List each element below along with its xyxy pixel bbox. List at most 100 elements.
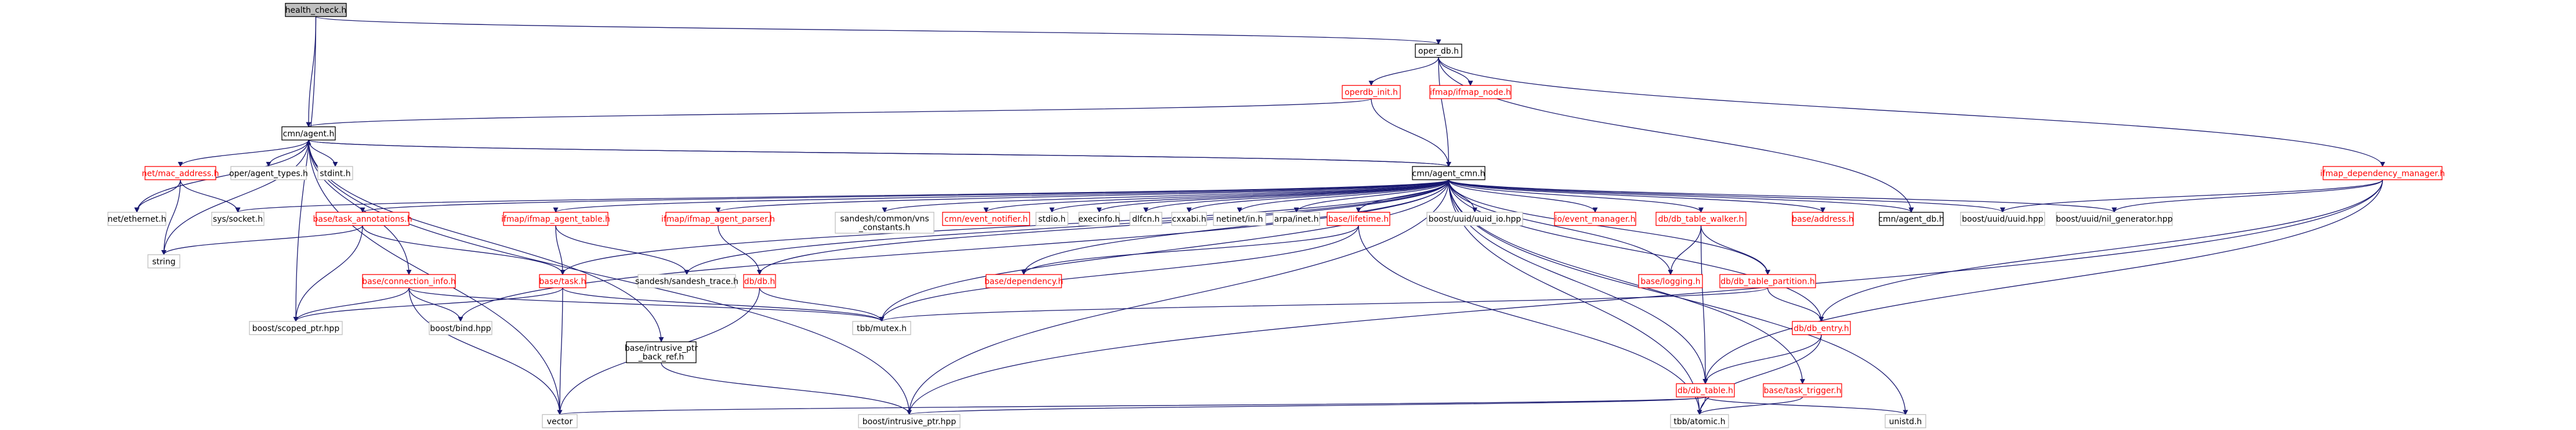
node-box <box>1342 85 1401 99</box>
node-base-lifetime[interactable]: base/lifetime.h <box>1327 212 1390 226</box>
edge-cmn-agent-to-base-intrusive-ptr-back-ref <box>308 140 664 342</box>
node-label: base/connection_info.h <box>362 277 456 287</box>
node-box <box>858 414 961 428</box>
node-base-connection-info[interactable]: base/connection_info.h <box>362 274 456 288</box>
node-oper-agent-types: oper/agent_types.h <box>229 166 308 180</box>
edge-cmn-agent-cmn-to-ifmap-agent-parser <box>715 179 1450 213</box>
edge-oper-db-to-ifmap-node <box>1438 57 1473 86</box>
node-label: ifmap/ifmap_agent_parser.h <box>661 215 775 224</box>
node-box <box>1763 383 1842 398</box>
node-tbb-atomic: tbb/atomic.h <box>1670 414 1729 428</box>
edge-cmn-agent-cmn-to-base-task <box>560 179 1450 275</box>
node-db-table-walker[interactable]: db/db_table_walker.h <box>1655 212 1747 226</box>
edge-cmn-agent-cmn-to-base-logging <box>1448 179 1673 275</box>
node-cxxabi: cxxabi.h <box>1171 212 1207 226</box>
node-io-event-manager[interactable]: io/event_manager.h <box>1554 212 1636 226</box>
node-label: oper/agent_types.h <box>229 169 308 178</box>
node-base-intrusive-ptr-back-ref[interactable]: base/intrusive_ptr_back_ref.h <box>625 341 698 363</box>
node-label: oper_db.h <box>1418 46 1459 56</box>
node-label: base/intrusive_ptr <box>625 344 698 353</box>
node-base-task-trigger[interactable]: base/task_trigger.h <box>1763 383 1842 398</box>
node-label: boost/intrusive_ptr.hpp <box>863 417 957 427</box>
edge-db-table-walker-to-db-table-partition <box>1700 225 1770 275</box>
edge-cmn-agent-to-stdint <box>308 140 338 167</box>
node-label: tbb/mutex.h <box>857 324 907 333</box>
node-ifmap-agent-parser[interactable]: ifmap/ifmap_agent_parser.h <box>661 212 775 226</box>
node-label: db/db_table_partition.h <box>1720 277 1814 287</box>
node-boost-uuid-uuid: boost/uuid/uuid.hpp <box>1960 212 2045 226</box>
node-box <box>1273 212 1320 226</box>
node-oper-db[interactable]: oper_db.h <box>1415 44 1462 58</box>
node-box <box>317 166 353 180</box>
node-box <box>743 274 776 288</box>
node-vector: vector <box>542 414 578 428</box>
node-db-table[interactable]: db/db_table.h <box>1676 383 1735 398</box>
node-label: net/ethernet.h <box>107 215 166 224</box>
node-base-task-annotations[interactable]: base/task_annotations.h <box>313 212 412 226</box>
node-box <box>281 126 336 140</box>
node-label: base/lifetime.h <box>1328 215 1389 224</box>
node-label: unistd.h <box>1889 417 1922 427</box>
node-ifmap-agent-table[interactable]: ifmap/ifmap_agent_table.h <box>501 212 610 226</box>
edge-base-task-annotations-to-string <box>161 225 363 255</box>
node-box <box>1412 166 1486 180</box>
node-cmn-agent-db[interactable]: cmn/agent_db.h <box>1878 212 1944 226</box>
edge-db-entry-to-tbb-atomic <box>1697 334 1822 415</box>
edge-cmn-agent-cmn-to-cmn-agent-db <box>1448 179 1914 213</box>
edge-cmn-agent-cmn-to-arpa-inet <box>1294 179 1450 213</box>
node-label: vector <box>547 417 573 427</box>
node-db-db[interactable]: db/db.h <box>743 274 776 288</box>
node-label: base/task.h <box>539 277 586 287</box>
edge-cmn-agent-cmn-to-db-table-walker <box>1448 179 1704 213</box>
node-label: base/dependency.h <box>984 277 1063 287</box>
node-box <box>986 274 1062 288</box>
node-net-mac-address[interactable]: net/mac_address.h <box>142 166 219 180</box>
node-operdb-init[interactable]: operdb_init.h <box>1342 85 1401 99</box>
node-box <box>1676 383 1735 398</box>
edge-cmn-agent-cmn-to-boost-bind <box>458 179 1450 322</box>
node-box <box>637 274 736 288</box>
node-base-task[interactable]: base/task.h <box>539 274 586 288</box>
node-label: cmn/event_notifier.h <box>944 215 1028 224</box>
node-health-check[interactable]: health_check.h <box>285 3 347 17</box>
edge-db-table-partition-to-tbb-mutex <box>879 287 1769 322</box>
node-box <box>852 321 911 335</box>
edge-cmn-agent-to-net-ethernet <box>134 140 309 213</box>
node-box <box>1554 212 1636 226</box>
edge-net-mac-address-to-net-ethernet <box>134 179 181 213</box>
node-label: execinfo.h <box>1078 215 1120 224</box>
node-box <box>1213 212 1266 226</box>
node-box <box>1879 212 1944 226</box>
node-db-entry[interactable]: db/db_entry.h <box>1792 321 1851 335</box>
node-label: base/task_annotations.h <box>313 215 412 224</box>
node-box <box>429 321 492 335</box>
edge-base-intrusive-ptr-back-ref-to-boost-intrusive-ptr <box>661 362 912 415</box>
edge-cmn-agent-cmn-to-db-table-partition <box>1448 179 1770 275</box>
node-label: netinet/in.h <box>1216 215 1263 224</box>
node-cmn-event-notifier[interactable]: cmn/event_notifier.h <box>942 212 1030 226</box>
edge-base-task-annotations-to-boost-scoped-ptr <box>293 225 363 322</box>
edge-cmn-agent-cmn-to-db-entry <box>1448 179 1824 322</box>
node-db-table-partition[interactable]: db/db_table_partition.h <box>1719 274 1816 288</box>
node-label: ifmap/ifmap_agent_table.h <box>501 215 610 224</box>
node-base-address[interactable]: base/address.h <box>1792 212 1854 226</box>
edge-cmn-agent-cmn-to-base-dependency <box>1021 179 1450 275</box>
node-label: base/address.h <box>1792 215 1853 224</box>
node-cmn-agent[interactable]: cmn/agent.h <box>281 126 336 140</box>
edge-ifmap-agent-parser-to-db-db <box>718 225 762 275</box>
edge-cmn-agent-cmn-to-boost-uuid-nil-generator <box>1448 179 2117 213</box>
node-ifmap-dependency-manager[interactable]: ifmap_dependency_manager.h <box>2320 166 2445 180</box>
node-base-logging[interactable]: base/logging.h <box>1638 274 1703 288</box>
node-unistd: unistd.h <box>1885 414 1926 428</box>
node-base-dependency[interactable]: base/dependency.h <box>984 274 1063 288</box>
edge-db-table-to-unistd <box>1705 396 1908 415</box>
edge-base-task-trigger-to-tbb-atomic <box>1697 396 1803 415</box>
node-label: _constants.h <box>858 223 910 232</box>
node-dlfcn: dlfcn.h <box>1129 212 1162 226</box>
node-ifmap-node[interactable]: ifmap/ifmap_node.h <box>1429 85 1512 99</box>
edge-cmn-agent-to-boost-intrusive-ptr <box>308 140 912 415</box>
node-cmn-agent-cmn[interactable]: cmn/agent_cmn.h <box>1412 166 1486 180</box>
edge-cmn-agent-to-oper-agent-types <box>266 140 309 167</box>
node-label: base/task_trigger.h <box>1764 386 1842 396</box>
edge-db-table-walker-to-db-table <box>1700 225 1708 385</box>
